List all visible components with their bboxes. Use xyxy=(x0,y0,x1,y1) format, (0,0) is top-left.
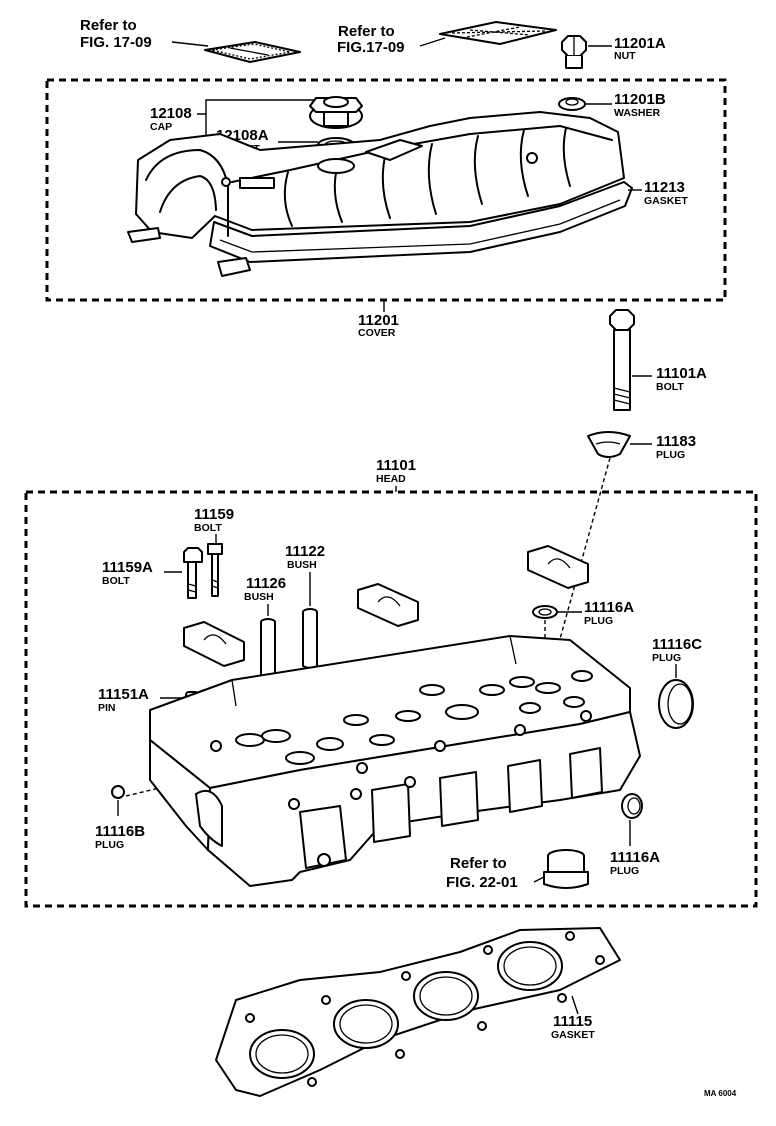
group-11201-cover[interactable]: 11201 COVER xyxy=(358,300,399,339)
camshaft-bearing-caps xyxy=(183,545,589,667)
bush-tube-icon xyxy=(302,608,318,669)
head-gasket-illustration xyxy=(215,927,621,1097)
part-number: 11159A xyxy=(102,559,153,576)
part-11159a-bolt[interactable]: 11159A BOLT xyxy=(102,547,203,599)
part-name: BOLT xyxy=(656,381,684,393)
part-number: 11101A xyxy=(656,365,707,382)
part-number: 11122 xyxy=(285,543,325,560)
reference-fig-17-09-right: Refer to FIG.17-09 xyxy=(337,21,557,56)
part-11159-bolt[interactable]: 11159 BOLT xyxy=(194,506,234,597)
cup-plug-icon xyxy=(532,605,558,619)
part-11101a-bolt[interactable]: 11101A BOLT xyxy=(609,309,707,411)
head-bolt-icon xyxy=(609,309,635,411)
part-12108-cap[interactable]: 12108 CAP xyxy=(150,96,363,133)
part-name: PLUG xyxy=(652,652,681,664)
part-name: BOLT xyxy=(194,522,222,534)
part-number: 11213 xyxy=(644,179,685,196)
part-number: 11116B xyxy=(95,823,145,840)
part-name: BOLT xyxy=(102,575,130,587)
head-group-boundary xyxy=(24,490,758,908)
group-11101-head[interactable]: 11101 HEAD xyxy=(376,457,416,492)
washer-icon xyxy=(558,97,586,111)
part-number: 11201A xyxy=(614,35,666,52)
reference-fig-17-09-left: Refer to FIG. 17-09 xyxy=(80,17,301,63)
reference-label: Refer to xyxy=(450,855,507,872)
gasket-sheet-icon xyxy=(204,41,301,63)
part-name: CAP xyxy=(150,121,172,133)
part-number: 11101 xyxy=(376,457,416,474)
small-plug-icon xyxy=(111,785,125,799)
part-name: GASKET xyxy=(551,1029,595,1041)
part-number: 11116A xyxy=(584,599,634,616)
part-name: GASKET xyxy=(644,195,688,207)
part-11115-gasket[interactable]: 11115 GASKET xyxy=(215,927,621,1097)
part-number: 11116C xyxy=(652,636,702,653)
part-number: 11183 xyxy=(656,433,696,450)
valve-cover-illustration xyxy=(127,111,633,277)
bush-tube-icon xyxy=(260,618,276,679)
part-number: 11201 xyxy=(358,312,399,329)
part-name: PIN xyxy=(98,702,116,714)
part-number: 11159 xyxy=(194,506,234,523)
part-number: 11126 xyxy=(246,575,286,592)
reference-figure: FIG.17-09 xyxy=(337,39,405,56)
nut-icon xyxy=(561,35,587,69)
part-11116a-plug-top[interactable]: 11116A PLUG xyxy=(532,599,634,680)
reference-figure: FIG. 22-01 xyxy=(446,874,518,891)
bolt-icon xyxy=(183,547,203,599)
part-number: 12108 xyxy=(150,105,192,122)
part-11183-plug[interactable]: 11183 PLUG xyxy=(551,431,696,669)
part-name: BUSH xyxy=(287,559,317,571)
part-number: 11151A xyxy=(98,686,149,703)
round-plug-icon xyxy=(658,679,694,729)
cup-plug-icon xyxy=(621,793,643,819)
gasket-sheet-icon xyxy=(439,21,557,45)
part-name: COVER xyxy=(358,327,396,339)
part-name: PLUG xyxy=(95,839,124,851)
reference-label: Refer to xyxy=(80,17,137,34)
reference-figure: FIG. 17-09 xyxy=(80,34,152,51)
oil-cap-icon xyxy=(309,96,363,129)
injector-sleeve-icon xyxy=(543,849,589,889)
part-name: BUSH xyxy=(244,591,274,603)
part-name: NUT xyxy=(614,50,636,62)
part-name: WASHER xyxy=(614,107,661,119)
part-11201b-washer[interactable]: 11201B WASHER xyxy=(558,91,666,119)
part-name: HEAD xyxy=(376,473,406,485)
half-moon-plug-icon xyxy=(587,431,631,458)
part-11116b-plug[interactable]: 11116B PLUG xyxy=(95,783,177,851)
reference-fig-22-01: Refer to FIG. 22-01 xyxy=(446,849,589,891)
part-name: PLUG xyxy=(610,865,639,877)
stud-bolt-icon xyxy=(207,543,223,597)
cover-group-boundary xyxy=(45,78,727,302)
part-number: 11115 xyxy=(553,1013,592,1030)
part-11116c-plug[interactable]: 11116C PLUG xyxy=(652,636,702,729)
cylinder-head-illustration xyxy=(149,635,641,887)
part-11201a-nut[interactable]: 11201A NUT xyxy=(561,35,666,69)
part-number: 11116A xyxy=(610,849,660,866)
part-name: PLUG xyxy=(584,615,613,627)
drawing-code: MA 6004 xyxy=(704,1089,737,1098)
reference-label: Refer to xyxy=(338,23,395,40)
part-11213-gasket[interactable]: 11213 GASKET xyxy=(628,179,688,207)
part-name: PLUG xyxy=(656,449,685,461)
part-11116a-plug-bottom[interactable]: 11116A PLUG xyxy=(610,793,660,877)
part-number: 11201B xyxy=(614,91,666,108)
